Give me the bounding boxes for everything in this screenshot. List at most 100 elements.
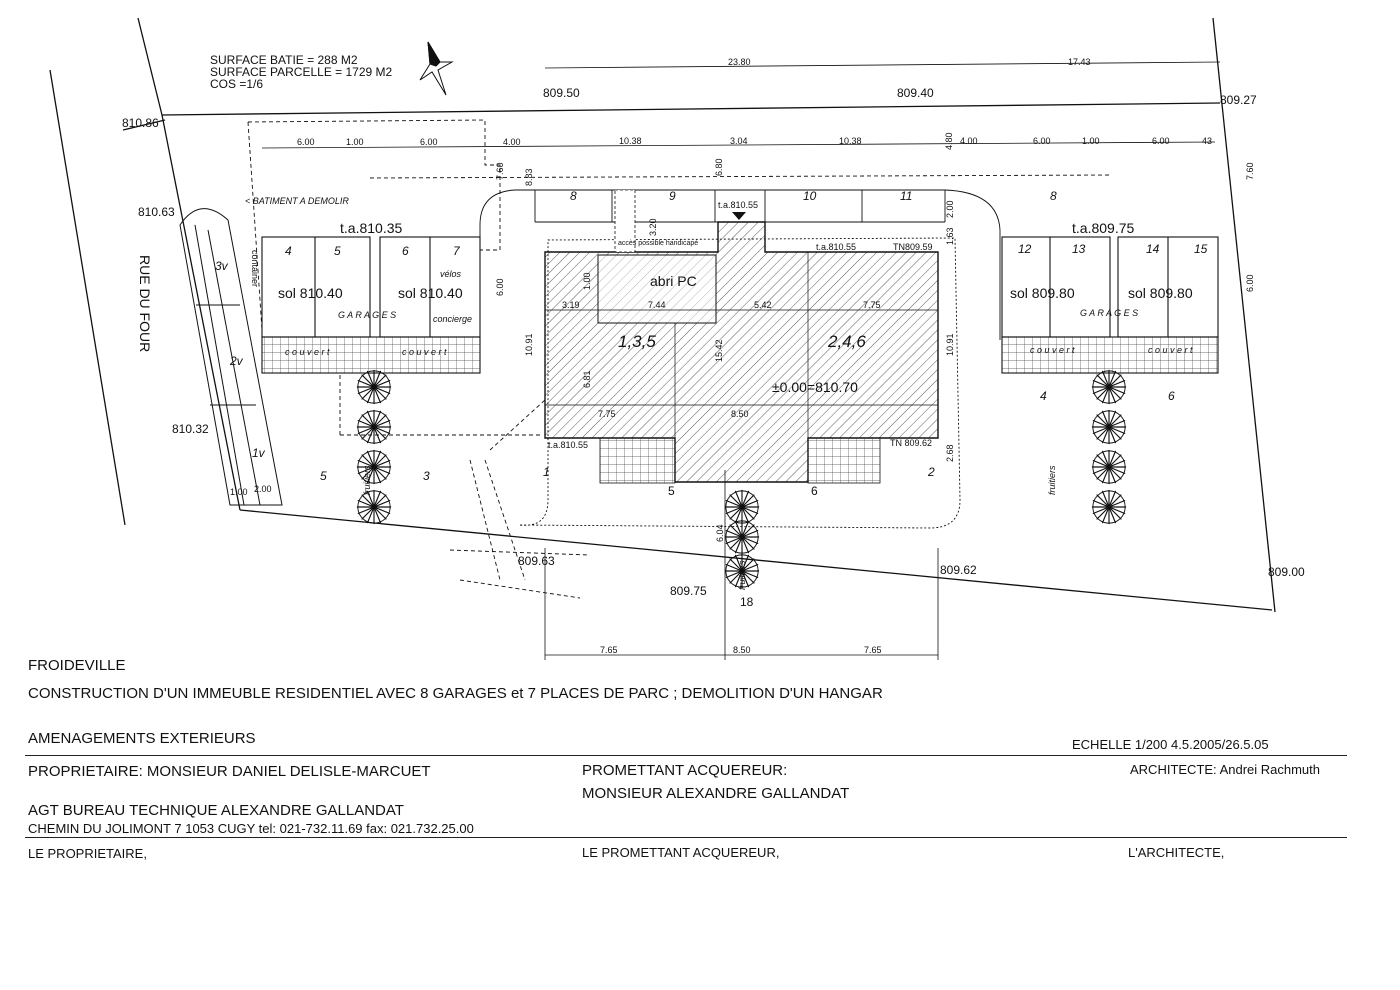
dimension-label: 1.00 xyxy=(230,487,248,497)
dimension-label: 8.50 xyxy=(731,409,749,419)
dimension-lines xyxy=(261,61,1221,660)
garages-left xyxy=(261,236,481,374)
dimension-label: 43 xyxy=(1202,136,1212,146)
level-label: 809.27 xyxy=(1220,93,1257,107)
covered-label: c o u v e r t xyxy=(285,347,330,357)
tn-top-level: TN809.59 xyxy=(893,242,933,252)
outdoor-number: 3 xyxy=(423,469,430,483)
stat-cos: COS =1/6 xyxy=(210,77,263,91)
owner-line: PROPRIETAIRE: MONSIEUR DANIEL DELISLE-MA… xyxy=(28,763,431,780)
parking-number: 10 xyxy=(803,189,817,203)
level-label: 809.62 xyxy=(940,563,977,577)
dimension-label: 7.65 xyxy=(864,645,882,655)
sign-buyer: LE PROMETTANT ACQUEREUR, xyxy=(582,845,780,860)
sol-level: sol 810.40 xyxy=(278,285,343,301)
dimension-label: 10.91 xyxy=(524,333,534,356)
buyer-title: PROMETTANT ACQUEREUR: xyxy=(582,762,788,779)
sign-architect: L'ARCHITECTE, xyxy=(1128,845,1225,860)
parking-number: 9 xyxy=(669,189,676,203)
outdoor-number: 1 xyxy=(543,465,550,479)
level-label: 810.86 xyxy=(122,116,159,130)
dimension-label: 7.60 xyxy=(1245,162,1255,180)
office-name: AGT BUREAU TECHNIQUE ALEXANDRE GALLANDAT xyxy=(28,802,404,819)
dimension-label: 3.04 xyxy=(730,136,748,146)
office-address: CHEMIN DU JOLIMONT 7 1053 CUGY tel: 021-… xyxy=(28,821,474,836)
svg-text:SURFACE PARCELLE = 1729 M2: SURFACE PARCELLE = 1729 M2 xyxy=(210,65,393,79)
garage-number: 13 xyxy=(1072,242,1086,256)
dimension-label: 7.75 xyxy=(863,300,881,310)
dimension-label: 6.00 xyxy=(297,137,315,147)
dimension-label: 3.19 xyxy=(562,300,580,310)
trees-label: fruitiers xyxy=(362,465,372,495)
dimension-label: 2.68 xyxy=(945,444,955,462)
parcel-boundary xyxy=(49,17,1276,613)
outdoor-number: 2 xyxy=(927,465,935,479)
ta-right-level: t.a.810.55 xyxy=(816,242,856,252)
demolish-label: < BATIMENT A DEMOLIR xyxy=(245,196,349,206)
divider xyxy=(25,755,1347,756)
dimension-label: 2.00 xyxy=(945,200,955,218)
outdoor-number: 4 xyxy=(1040,389,1047,403)
buyer-name: MONSIEUR ALEXANDRE GALLANDAT xyxy=(582,785,850,802)
dimension-label: 6.00 xyxy=(420,137,438,147)
visitor-spot: 3v xyxy=(215,259,229,273)
left-garage-level: t.a.810.35 xyxy=(340,220,402,236)
dimension-label: 6.80 xyxy=(714,158,724,176)
outdoor-number: 5 xyxy=(320,469,327,483)
dimension-label: 4.80 xyxy=(944,132,954,150)
concierge-label: concierge xyxy=(433,314,472,324)
plan-labels: SURFACE BATIE = 288 M2 SURFACE PARCELLE … xyxy=(122,53,1305,655)
visitor-spot: 1v xyxy=(252,446,266,460)
outdoor-number: 5 xyxy=(668,484,675,498)
garages-label-right: G A R A G E S xyxy=(1080,308,1138,318)
level-label: 809.75 xyxy=(670,584,707,598)
visitor-parking xyxy=(179,208,283,506)
scale-date: ECHELLE 1/200 4.5.2005/26.5.05 xyxy=(1072,737,1269,752)
dimension-label: 10.38 xyxy=(839,136,862,146)
dimension-label: 1.00 xyxy=(1082,136,1100,146)
dimension-label: 1.63 xyxy=(945,227,955,245)
dimension-label: 1.00 xyxy=(582,272,592,290)
container-label: container xyxy=(250,250,260,287)
stat-built: SURFACE BATIE = 288 M2 xyxy=(210,53,358,67)
tn-bottom-level: TN 809.62 xyxy=(890,438,932,448)
level-label: 809.40 xyxy=(897,86,934,100)
dimension-label: 7.44 xyxy=(648,300,666,310)
dimension-label: 3.20 xyxy=(648,218,658,236)
entrance-level: t.a.810.55 xyxy=(718,200,758,210)
garage-number: 5 xyxy=(334,244,341,258)
velos-label: vélos xyxy=(440,269,462,279)
sol-level: sol 809.80 xyxy=(1010,285,1075,301)
dimension-label: 6.00 xyxy=(1033,136,1051,146)
dimension-label: 1.00 xyxy=(346,137,364,147)
dimension-label: 4.00 xyxy=(960,136,978,146)
dimension-label: 6.00 xyxy=(1245,274,1255,292)
access-label: accès possible handicapé xyxy=(618,240,698,247)
garage-number: 14 xyxy=(1146,242,1160,256)
garage-number: 15 xyxy=(1194,242,1208,256)
svg-text:SURFACE BATIE = 288 M2: SURFACE BATIE = 288 M2 xyxy=(210,53,358,67)
demolish-outline xyxy=(247,119,1111,599)
dimension-label: 6.00 xyxy=(1152,136,1170,146)
shelter-label: abri PC xyxy=(650,273,697,289)
dimension-label: 6.04 xyxy=(715,524,725,542)
main-building xyxy=(544,189,939,484)
level-label: 810.63 xyxy=(138,205,175,219)
garages-right xyxy=(1001,236,1219,374)
garage-number: 4 xyxy=(285,244,292,258)
divider xyxy=(25,837,1347,838)
zero-level: ±0.00=810.70 xyxy=(772,379,858,395)
level-label: 809.00 xyxy=(1268,565,1305,579)
level-label: 809.63 xyxy=(518,554,555,568)
ta-bottom-level: t.a.810.55 xyxy=(548,440,588,450)
dimension-label: 8.83 xyxy=(524,168,534,186)
dimension-label: 6.81 xyxy=(582,370,592,388)
stat-parcel: SURFACE PARCELLE = 1729 M2 xyxy=(210,65,393,79)
covered-label: c o u v e r t xyxy=(402,347,447,357)
trees-label: fruitiers xyxy=(737,560,747,590)
project-title: CONSTRUCTION D'UN IMMEUBLE RESIDENTIEL A… xyxy=(28,685,883,702)
garages-label-left: G A R A G E S xyxy=(338,310,396,320)
parking-number: 8 xyxy=(570,189,577,203)
project-place: FROIDEVILLE xyxy=(28,657,126,674)
